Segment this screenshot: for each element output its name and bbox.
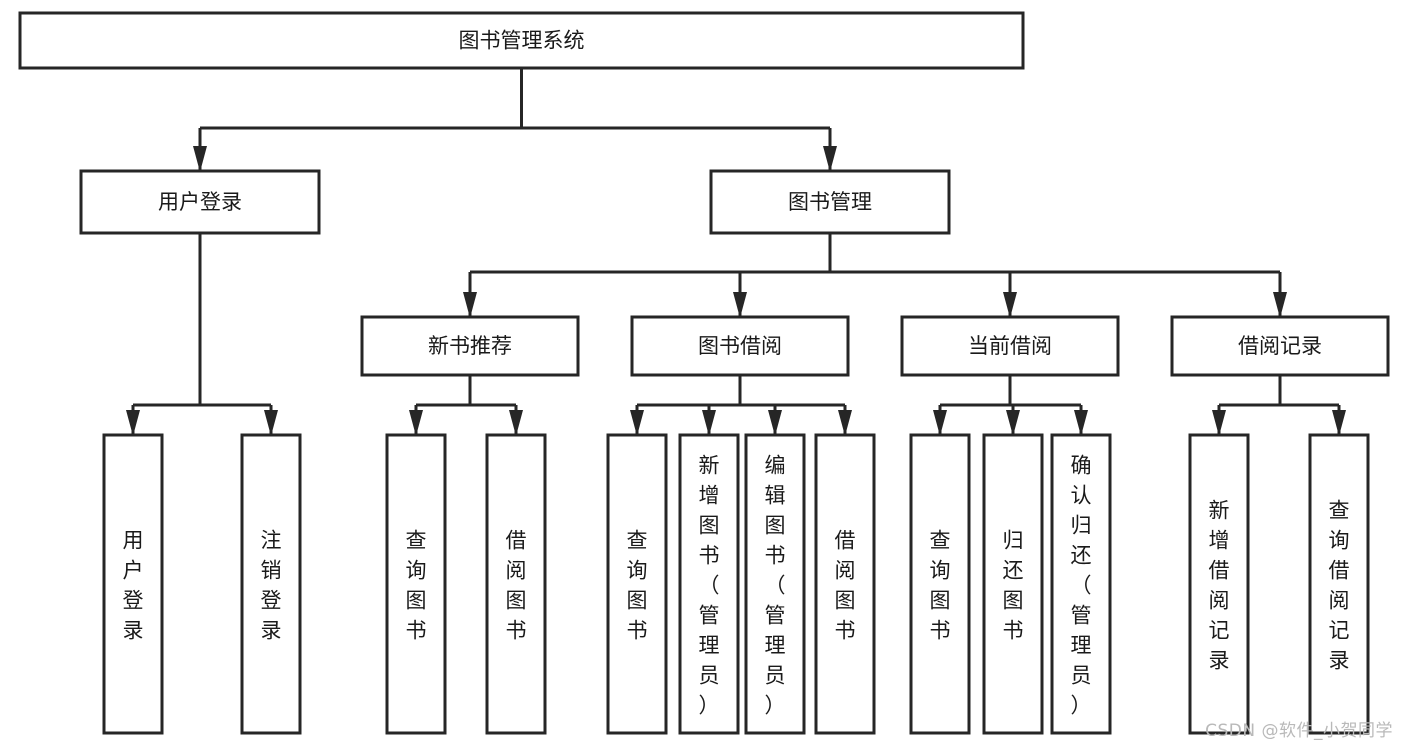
nodes-layer: 图书管理系统用户登录图书管理新书推荐图书借阅当前借阅借阅记录用户登录注销登录查询…: [18, 11, 1390, 735]
node-leaf-8[interactable]: 查询图书: [909, 433, 971, 735]
node-box[interactable]: [385, 433, 447, 735]
node-level3-0[interactable]: 新书推荐: [360, 315, 580, 377]
node-leaf-9[interactable]: 归还图书: [982, 433, 1044, 735]
node-label: 注销登录: [261, 528, 282, 642]
node-box[interactable]: [240, 433, 302, 735]
arrow-head-icon: [630, 410, 644, 436]
node-label: 借阅图书: [835, 528, 856, 642]
node-label: 查询图书: [627, 528, 648, 642]
node-label: 查询图书: [406, 528, 427, 642]
arrow-head-icon: [409, 410, 423, 436]
arrow-head-icon: [1332, 410, 1346, 436]
node-label: 查询图书: [930, 528, 951, 642]
node-box[interactable]: [814, 433, 876, 735]
node-level3-1[interactable]: 图书借阅: [630, 315, 850, 377]
arrow-head-icon: [823, 146, 837, 172]
arrow-head-icon: [702, 410, 716, 436]
node-root[interactable]: 图书管理系统: [18, 11, 1025, 70]
arrow-head-icon: [193, 146, 207, 172]
node-label: 借阅图书: [506, 528, 527, 642]
arrow-head-icon: [463, 292, 477, 318]
node-box[interactable]: [744, 433, 806, 735]
node-label: 新书推荐: [428, 334, 512, 358]
arrow-head-icon: [838, 410, 852, 436]
node-leaf-0[interactable]: 用户登录: [102, 433, 164, 735]
arrow-head-icon: [1074, 410, 1088, 436]
node-label: 当前借阅: [968, 334, 1052, 358]
node-box[interactable]: [1308, 433, 1370, 735]
arrow-head-icon: [264, 410, 278, 436]
arrow-head-icon: [933, 410, 947, 436]
node-label: 新增借阅记录: [1209, 498, 1230, 672]
node-label: 借阅记录: [1238, 334, 1322, 358]
arrow-head-icon: [509, 410, 523, 436]
node-leaf-2[interactable]: 查询图书: [385, 433, 447, 735]
node-label: 图书管理系统: [459, 29, 585, 53]
node-leaf-4[interactable]: 查询图书: [606, 433, 668, 735]
node-box[interactable]: [909, 433, 971, 735]
node-label: 图书借阅: [698, 334, 782, 358]
node-box[interactable]: [102, 433, 164, 735]
node-box[interactable]: [18, 11, 1025, 70]
node-box[interactable]: [1050, 433, 1112, 735]
node-box[interactable]: [1188, 433, 1250, 735]
arrow-head-icon: [126, 410, 140, 436]
node-box[interactable]: [900, 315, 1120, 377]
node-box[interactable]: [485, 433, 547, 735]
arrow-head-icon: [1212, 410, 1226, 436]
node-box[interactable]: [982, 433, 1044, 735]
node-box[interactable]: [709, 169, 951, 235]
node-box[interactable]: [606, 433, 668, 735]
arrow-head-icon: [733, 292, 747, 318]
node-label: 用户登录: [123, 528, 144, 642]
node-level3-2[interactable]: 当前借阅: [900, 315, 1120, 377]
node-leaf-12[interactable]: 查询借阅记录: [1308, 433, 1370, 735]
node-leaf-3[interactable]: 借阅图书: [485, 433, 547, 735]
node-leaf-1[interactable]: 注销登录: [240, 433, 302, 735]
node-label: 用户登录: [158, 190, 242, 214]
arrow-head-icon: [1273, 292, 1287, 318]
node-box[interactable]: [360, 315, 580, 377]
edges-layer: [126, 68, 1346, 436]
arrow-head-icon: [768, 410, 782, 436]
node-label: 编辑图书（管理员）: [765, 453, 786, 717]
node-level2-0[interactable]: 用户登录: [79, 169, 321, 235]
arrow-head-icon: [1006, 410, 1020, 436]
node-label: 图书管理: [788, 190, 872, 214]
node-label: 归还图书: [1003, 528, 1024, 642]
node-box[interactable]: [1170, 315, 1390, 377]
node-leaf-5[interactable]: 新增图书（管理员）: [678, 433, 740, 735]
node-leaf-10[interactable]: 确认归还（管理员）: [1050, 433, 1112, 735]
node-leaf-7[interactable]: 借阅图书: [814, 433, 876, 735]
node-box[interactable]: [79, 169, 321, 235]
arrow-head-icon: [1003, 292, 1017, 318]
node-leaf-6[interactable]: 编辑图书（管理员）: [744, 433, 806, 735]
node-box[interactable]: [630, 315, 850, 377]
node-level3-3[interactable]: 借阅记录: [1170, 315, 1390, 377]
node-label: 查询借阅记录: [1329, 498, 1350, 672]
node-label: 确认归还（管理员）: [1071, 453, 1092, 717]
node-box[interactable]: [678, 433, 740, 735]
node-label: 新增图书（管理员）: [699, 453, 720, 717]
node-leaf-11[interactable]: 新增借阅记录: [1188, 433, 1250, 735]
node-level2-1[interactable]: 图书管理: [709, 169, 951, 235]
